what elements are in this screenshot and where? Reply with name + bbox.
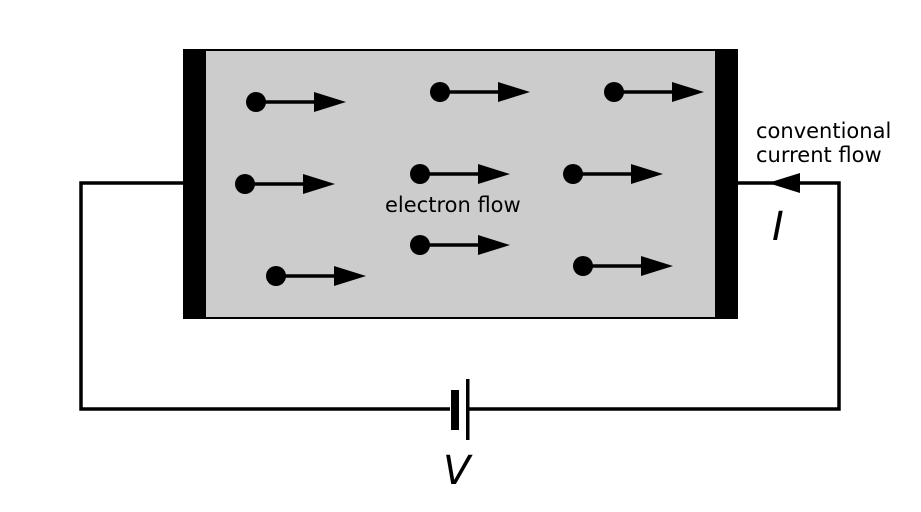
electron-arrow xyxy=(563,164,663,184)
conventional-current-label-line1: conventional xyxy=(756,119,891,143)
electrode-left xyxy=(184,50,206,318)
wire-left xyxy=(79,181,450,411)
electron-arrowhead xyxy=(314,92,346,112)
electron-arrowhead xyxy=(498,82,530,102)
electron-arrowhead xyxy=(478,235,510,255)
electron-arrowhead xyxy=(334,266,366,286)
electron-arrow xyxy=(266,266,366,286)
battery-negative-plate xyxy=(451,390,459,430)
electron-arrow xyxy=(235,174,335,194)
electrode-right xyxy=(715,50,737,318)
electron-arrow xyxy=(573,256,673,276)
electron-arrow xyxy=(246,92,346,112)
electron-flow-label: electron flow xyxy=(385,193,521,217)
electron-arrowhead xyxy=(478,164,510,184)
electron-arrowhead xyxy=(672,82,704,102)
electron-arrowhead xyxy=(631,164,663,184)
electrons-group xyxy=(235,82,704,286)
battery-positive-plate xyxy=(466,379,470,440)
conventional-current-label-line2: current flow xyxy=(756,143,882,167)
current-symbol-label: I xyxy=(772,204,784,250)
electron-arrow xyxy=(430,82,530,102)
electron-arrow xyxy=(410,164,510,184)
voltage-symbol-label: V xyxy=(443,448,473,494)
electron-arrow xyxy=(604,82,704,102)
battery-symbol xyxy=(451,379,470,440)
electron-arrowhead xyxy=(303,174,335,194)
electron-arrow xyxy=(410,235,510,255)
conventional-current-arrowhead xyxy=(768,173,800,193)
electron-arrowhead xyxy=(641,256,673,276)
